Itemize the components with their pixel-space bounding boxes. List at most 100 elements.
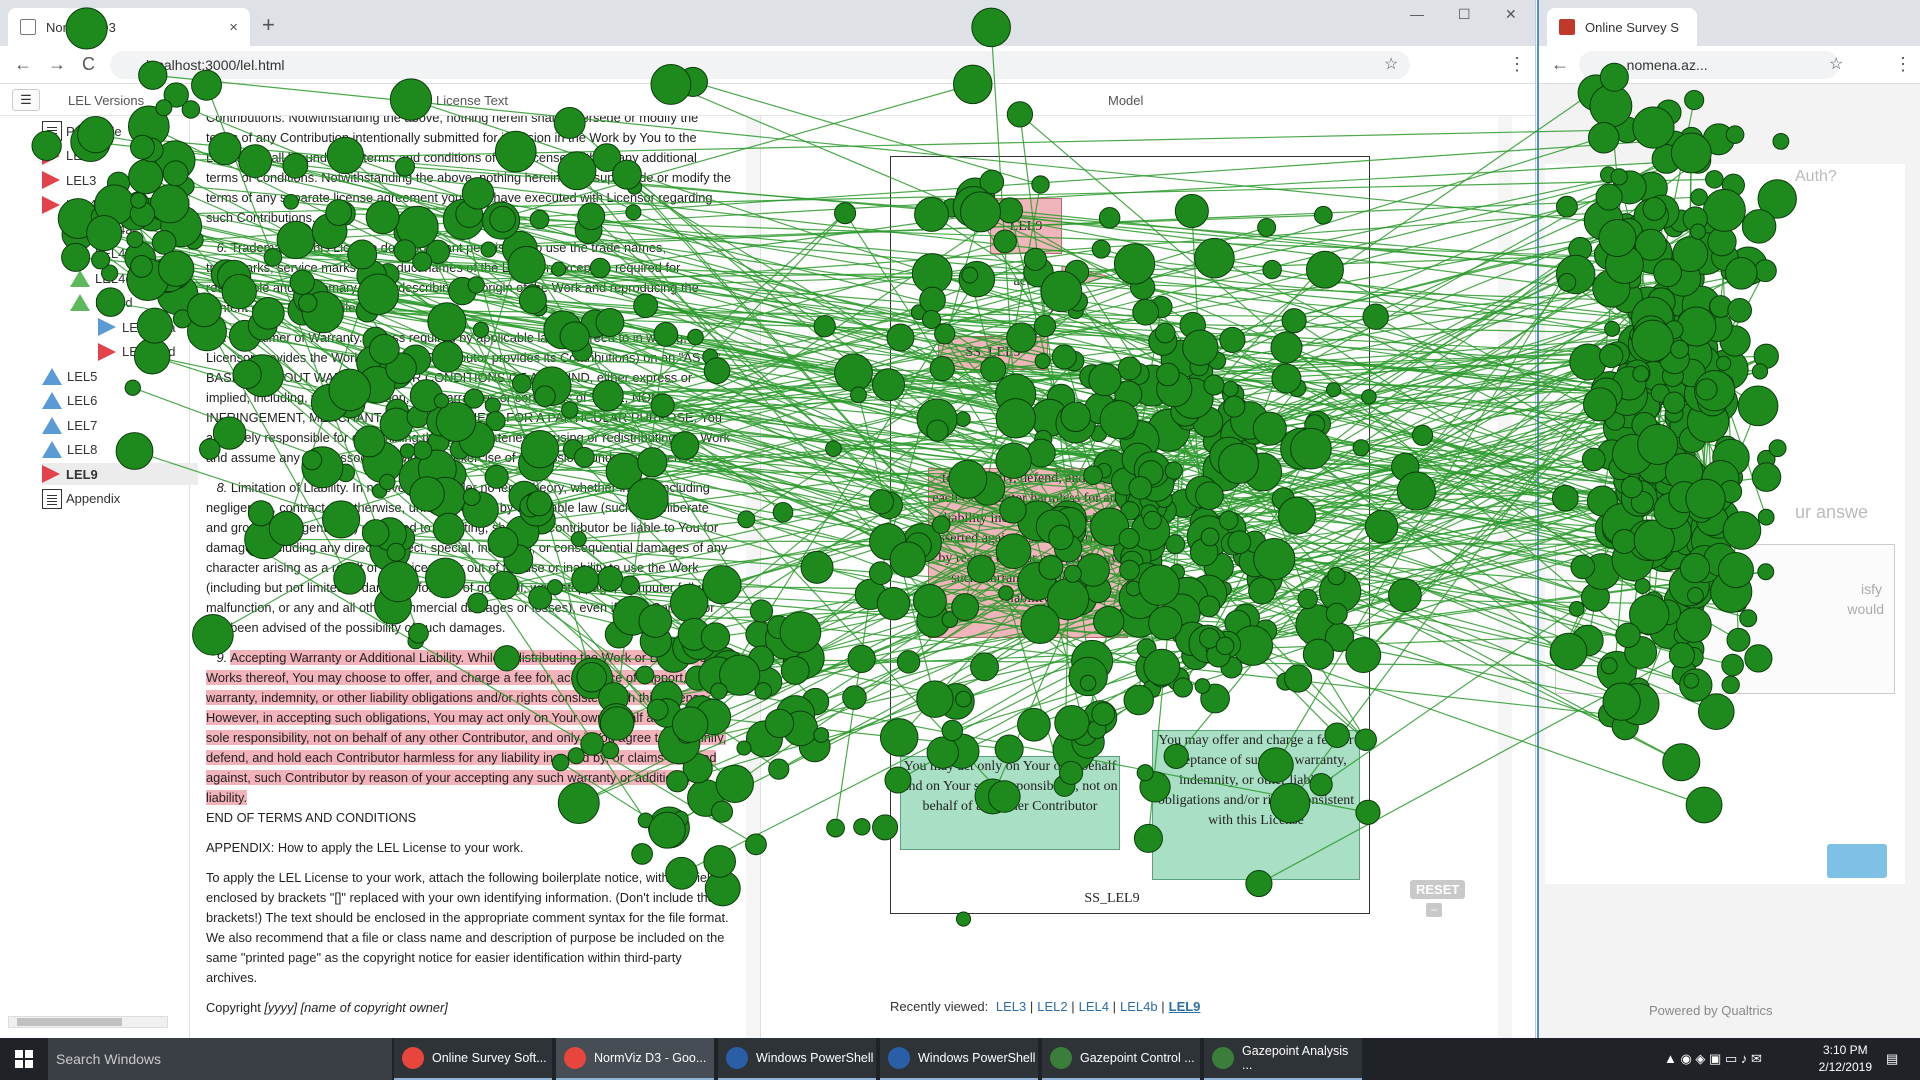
taskbar-app-4[interactable]: Gazepoint Control ... [1042,1038,1200,1080]
tree-item-lel4[interactable]: LEL4 [42,194,96,216]
answer-textarea[interactable]: isfy would [1555,544,1895,694]
survey-tab-title: Online Survey S [1585,19,1679,35]
close-window-button[interactable]: ✕ [1505,6,1517,22]
tree-item-label: LEL9 [66,466,98,482]
powered-by-qualtrics: Powered by Qualtrics [1649,1003,1773,1018]
offer-fee-clause-node[interactable]: You may offer and charge a fee for accep… [1152,730,1360,880]
start-button[interactable] [0,1038,48,1080]
tree-item-label: LEL8 [67,442,98,457]
model-scrollbar[interactable] [1498,116,1512,1038]
taskbar-search-box[interactable]: Search Windows [48,1038,392,1080]
qualtrics-icon [1559,19,1575,35]
address-bar[interactable]: localhost:3000/lel.html [110,51,1410,79]
recent-link-lel2[interactable]: LEL2 [1037,999,1068,1014]
tree-item-lel4c[interactable]: LEL4c [70,267,132,289]
tree-item-lel4a[interactable]: LEL4a [70,218,133,240]
tab-normviz[interactable]: NormViz D3 × [8,8,250,46]
app-icon [402,1047,424,1069]
new-tab-button[interactable]: + [262,12,275,37]
survey-browser-menu-icon[interactable]: ⋮ [1894,54,1912,74]
app-icon [888,1047,910,1069]
red-triangle-icon [98,342,116,361]
license-scrollbar[interactable] [746,116,760,1038]
next-button[interactable] [1827,844,1887,878]
recent-link-lel3[interactable]: LEL3 [995,999,1027,1014]
tree-item-lel4daa[interactable]: LEL4dAa [98,316,176,338]
app-icon [564,1047,586,1069]
taskbar-app-0[interactable]: Online Survey Soft... [394,1038,552,1080]
license-text-content: Contributions. Notwithstanding the above… [206,116,731,1028]
tree-item-preamble[interactable]: Preamble [42,120,122,142]
tree-item-lel4d[interactable]: LEL4d [70,292,133,314]
tree-item-lel4dad[interactable]: LEL4dAd [98,341,176,363]
survey-back-button[interactable]: ← [1551,54,1569,74]
activates-edge-label: activates [1013,274,1063,289]
recent-link-lel9[interactable]: LEL9 [1168,999,1201,1014]
taskbar-clock[interactable]: 3:10 PM 2/12/2019 [1818,1043,1872,1074]
tree-item-appendix[interactable]: Appendix [42,488,120,510]
close-tab-icon[interactable]: × [229,18,238,36]
taskbar-app-label: Windows PowerShell [918,1051,1036,1065]
taskbar-app-1[interactable]: NormViz D3 - Goo... [556,1038,714,1080]
taskbar-app-label: Gazepoint Analysis ... [1241,1044,1349,1072]
lel9-node[interactable]: LEL9 [990,198,1062,254]
tree-item-lel9[interactable]: LEL9 [42,463,198,485]
tree-item-lel8[interactable]: LEL8 [42,439,97,461]
copyright-line: Copyright [yyyy] [name of copyright owne… [206,1000,448,1015]
license-text-pane: Contributions. Notwithstanding the above… [196,116,761,1038]
maximize-button[interactable]: ☐ [1458,6,1471,22]
tree-item-lel5[interactable]: LEL5 [42,365,97,387]
tab-title: NormViz D3 [46,19,116,35]
tree-horizontal-scrollbar[interactable] [8,1016,168,1028]
back-button[interactable]: ← [14,54,32,74]
tree-item-label: LEL3 [66,172,97,188]
reset-button[interactable]: RESET [1410,880,1466,899]
recent-link-lel4[interactable]: LEL4 [1078,999,1110,1014]
taskbar-app-3[interactable]: Windows PowerShell [880,1038,1038,1080]
notifications-icon[interactable]: ▤ [1886,1051,1899,1066]
browser-menu-icon[interactable]: ⋮ [1508,54,1526,74]
hamburger-menu-icon[interactable]: ☰ [12,89,40,111]
own-behalf-clause-node[interactable]: You may act only on Your own behalf and … [900,756,1120,850]
lel-versions-header: LEL Versions [68,93,145,108]
taskbar-app-5[interactable]: Gazepoint Analysis ... [1204,1038,1362,1080]
survey-address-bar[interactable]: ...nomena.az... [1579,51,1839,79]
end-of-terms: END OF TERMS AND CONDITIONS [206,810,417,825]
tab-online-survey[interactable]: Online Survey S [1547,8,1697,46]
survey-toolbar: ← ...nomena.az... ☆ ⋮ [1539,46,1920,84]
search-placeholder: Search Windows [56,1051,162,1067]
taskbar-app-label: Online Survey Soft... [432,1051,547,1065]
tree-item-lel4b[interactable]: LEL4b [70,243,133,265]
radio-option[interactable] [1559,274,1575,290]
tree-item-lel2[interactable]: LEL2 [42,145,96,167]
zoom-out-button[interactable]: − [1426,903,1442,917]
forward-button[interactable]: → [48,54,66,74]
tree-item-lel3[interactable]: LEL3 [42,169,96,191]
document-icon [42,121,62,141]
red-triangle-icon [42,195,60,214]
highlighted-clause: Accepting Warranty or Additional Liabili… [206,650,727,805]
taskbar-app-2[interactable]: Windows PowerShell [718,1038,876,1080]
model-header: Model [1108,93,1144,108]
windows-logo-icon [15,1050,33,1068]
tree-item-label: LEL4b [95,246,133,261]
tree-item-label: LEL5 [67,368,98,384]
indemnify-clause-node[interactable]: to indemnify, defend, and hold each Cont… [928,468,1128,638]
survey-bookmark-star-icon[interactable]: ☆ [1829,56,1844,73]
tab-strip: NormViz D3 × + — ☐ ✕ [0,0,1535,46]
red-triangle-icon [42,465,60,483]
tray-icons[interactable]: ▲ ◉ ◈ ▣ ▭ ♪ ✉ [1664,1051,1762,1066]
survey-page: Auth? ur answe isfy would Powered by Qua… [1539,84,1920,1038]
green-triangle-icon [70,269,90,287]
reload-button[interactable]: C [82,54,95,74]
minimize-button[interactable]: — [1410,6,1424,22]
ss-lel9-frame-label: SS_LEL9 [1084,891,1140,906]
ss-lel9-node[interactable]: SS_LEL9 [938,336,1048,370]
green-triangle-icon [70,220,90,238]
tree-item-lel7[interactable]: LEL7 [42,414,97,436]
red-triangle-icon [70,245,90,262]
recent-link-lel4b[interactable]: LEL4b [1120,999,1158,1014]
bookmark-star-icon[interactable]: ☆ [1384,56,1399,73]
tree-item-label: LEL4d [95,295,133,310]
tree-item-lel6[interactable]: LEL6 [42,390,97,412]
